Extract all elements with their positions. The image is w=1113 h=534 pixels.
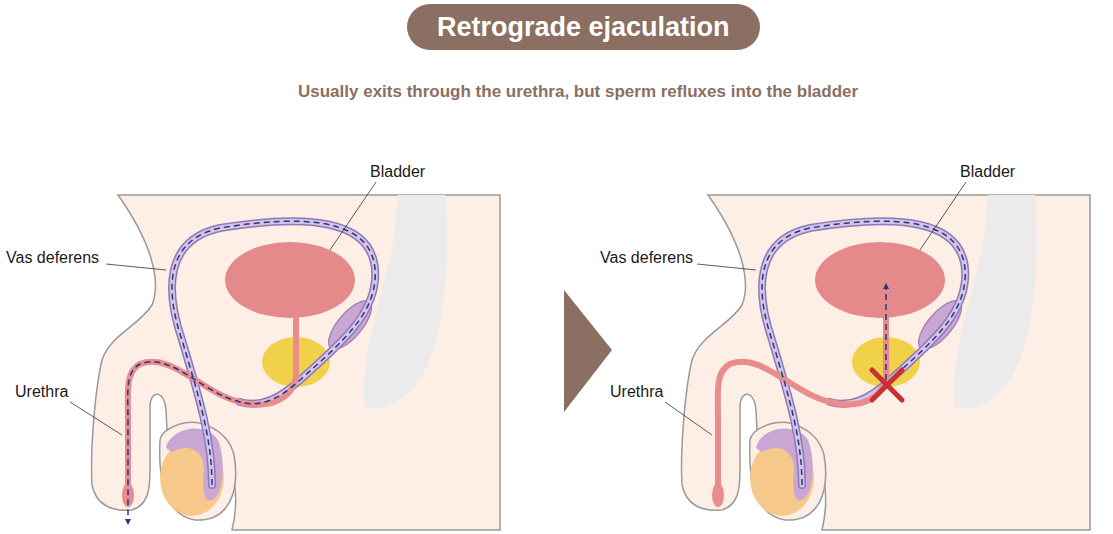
anatomy-normal — [92, 195, 500, 530]
subtitle: Usually exits through the urethra, but s… — [298, 82, 858, 102]
part-label: Vas deferens — [6, 249, 99, 267]
part-label: Bladder — [370, 163, 425, 181]
part-label: Urethra — [15, 383, 68, 401]
leader-lines — [70, 182, 966, 435]
title-pill: Retrograde ejaculation — [407, 4, 760, 50]
anatomy-retrograde — [682, 195, 1090, 530]
part-label: Bladder — [960, 163, 1015, 181]
transition-arrow — [564, 290, 612, 412]
retrograde-path — [762, 221, 965, 485]
part-label: Vas deferens — [600, 249, 693, 267]
part-label: Urethra — [610, 383, 663, 401]
sperm-path — [128, 221, 375, 522]
